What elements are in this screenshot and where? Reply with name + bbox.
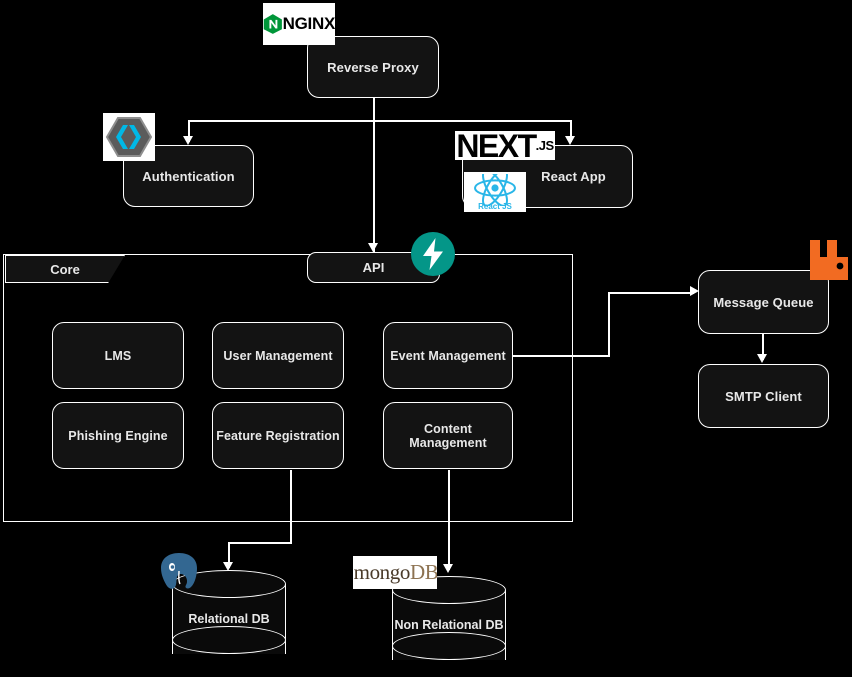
arrowhead-event-to-mq <box>690 286 699 296</box>
connector-core-to-reldb-down <box>228 542 230 568</box>
phishing-engine-node[interactable]: Phishing Engine <box>52 402 184 469</box>
connector-core-to-reldb-jog <box>228 542 292 544</box>
fastapi-icon <box>411 232 455 276</box>
postgresql-logo <box>155 549 203 597</box>
lms-label: LMS <box>104 348 132 363</box>
content-management-node[interactable]: Content Management <box>383 402 513 469</box>
arrowhead-proxy-to-api <box>368 243 378 252</box>
arrowhead-proxy-to-react <box>565 136 575 145</box>
nextjs-logo-text: NEXT <box>456 131 537 160</box>
arrowhead-core-to-reldb <box>223 562 233 571</box>
react-app-label: React App <box>541 169 606 184</box>
smtp-client-label: SMTP Client <box>725 388 802 404</box>
non-relational-db-bottom <box>392 632 506 660</box>
connector-proxy-trunk <box>373 98 375 252</box>
connector-proxy-to-react <box>570 120 572 142</box>
connector-proxy-to-auth <box>188 120 190 142</box>
keycloak-logo <box>103 113 155 161</box>
rabbitmq-logo <box>806 238 852 284</box>
event-management-node[interactable]: Event Management <box>383 322 513 389</box>
nginx-logo-text: NGINX <box>282 14 335 33</box>
user-management-label: User Management <box>223 348 333 363</box>
non-relational-db-label: Non Relational DB <box>394 618 504 632</box>
smtp-client-node[interactable]: SMTP Client <box>698 364 829 428</box>
fastapi-logo <box>410 231 456 277</box>
rabbitmq-icon <box>810 240 848 280</box>
core-tab[interactable]: Core <box>5 255 125 283</box>
lms-node[interactable]: LMS <box>52 322 184 389</box>
arrowhead-proxy-to-auth <box>183 136 193 145</box>
message-queue-node[interactable]: Message Queue <box>698 270 829 334</box>
reactjs-logo-text: React JS <box>478 202 512 211</box>
core-tab-label: Core <box>50 261 80 277</box>
feature-registration-label: Feature Registration <box>216 428 340 443</box>
non-relational-db-node[interactable]: Non Relational DB <box>392 576 506 674</box>
connector-event-to-mq <box>608 292 694 294</box>
api-tab-label: API <box>362 260 385 275</box>
reverse-proxy-label: Reverse Proxy <box>327 59 419 75</box>
phishing-engine-label: Phishing Engine <box>68 428 168 443</box>
arrowhead-content-to-nosqldb <box>443 564 453 573</box>
connector-core-to-reldb-drop <box>290 470 292 543</box>
connector-mq-to-smtp <box>762 334 764 360</box>
event-management-label: Event Management <box>390 348 506 363</box>
connector-proxy-bus <box>188 120 572 122</box>
keycloak-icon <box>105 117 153 157</box>
relational-db-node[interactable]: Relational DB <box>172 570 286 668</box>
relational-db-bottom <box>172 626 286 654</box>
feature-registration-node[interactable]: Feature Registration <box>212 402 344 469</box>
reactjs-atom-icon <box>474 173 516 206</box>
nginx-mark-icon <box>263 14 282 34</box>
connector-event-riser <box>608 292 610 357</box>
authentication-label: Authentication <box>142 168 235 184</box>
message-queue-label: Message Queue <box>713 294 814 310</box>
reactjs-logo: React JS <box>464 172 526 212</box>
content-management-label: Content Management <box>409 421 487 450</box>
mongodb-logo-suffix: DB <box>409 560 437 584</box>
reverse-proxy-node[interactable]: Reverse Proxy <box>307 36 439 98</box>
connector-content-to-nosqldb <box>448 470 450 570</box>
postgresql-elephant-icon <box>161 553 197 589</box>
nginx-logo: NGINX <box>263 3 335 45</box>
user-management-node[interactable]: User Management <box>212 322 344 389</box>
arrowhead-mq-to-smtp <box>757 354 767 363</box>
nextjs-logo: NEXT.JS <box>455 131 555 160</box>
nextjs-logo-suffix: .JS <box>535 138 555 153</box>
mongodb-logo-text: mongo <box>353 560 411 584</box>
relational-db-label: Relational DB <box>188 612 270 626</box>
connector-event-out <box>512 355 610 357</box>
